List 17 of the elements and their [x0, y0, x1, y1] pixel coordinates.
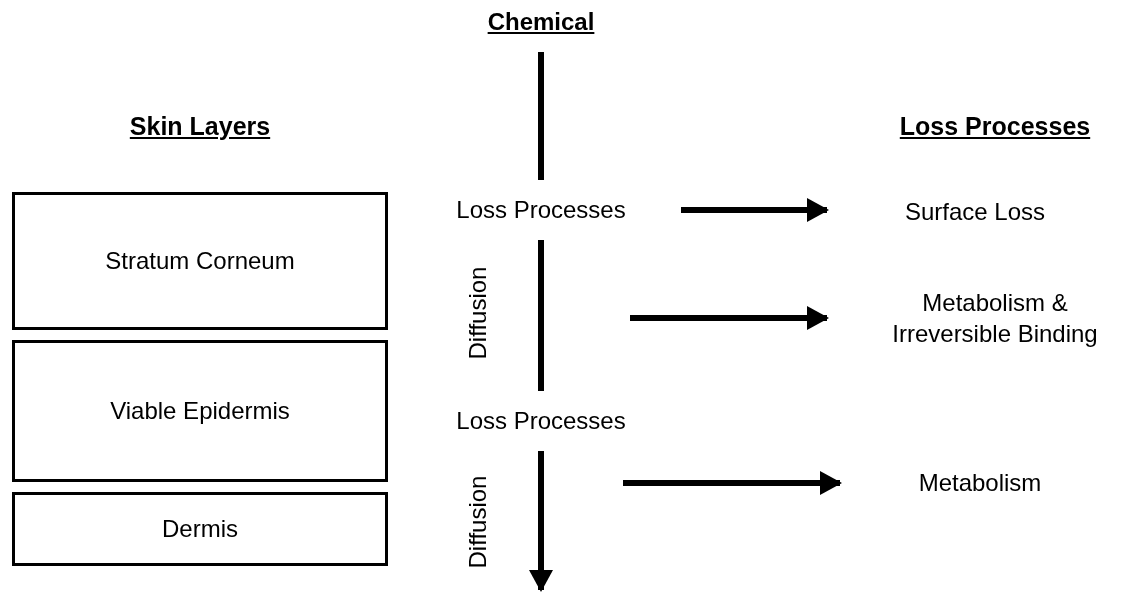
column-heading: Loss Processes [899, 112, 1091, 141]
arrow [681, 198, 829, 222]
process-label: Metabolism [858, 465, 1102, 501]
arrow [623, 471, 842, 495]
column-heading: Chemical [481, 4, 601, 40]
process-label: Metabolism & Irreversible Binding [845, 280, 1135, 356]
skin-layer-box: Dermis [12, 492, 388, 566]
skin-layer-box: Viable Epidermis [12, 340, 388, 482]
connector-line [538, 52, 544, 180]
column-heading: Skin Layers [129, 112, 271, 141]
process-label: Surface Loss [845, 194, 1105, 230]
arrow [630, 306, 829, 330]
process-label: Loss Processes [429, 403, 653, 439]
process-label: Loss Processes [429, 192, 653, 228]
arrow [529, 451, 553, 592]
skin-layer-box: Stratum Corneum [12, 192, 388, 330]
connector-line [538, 240, 544, 391]
